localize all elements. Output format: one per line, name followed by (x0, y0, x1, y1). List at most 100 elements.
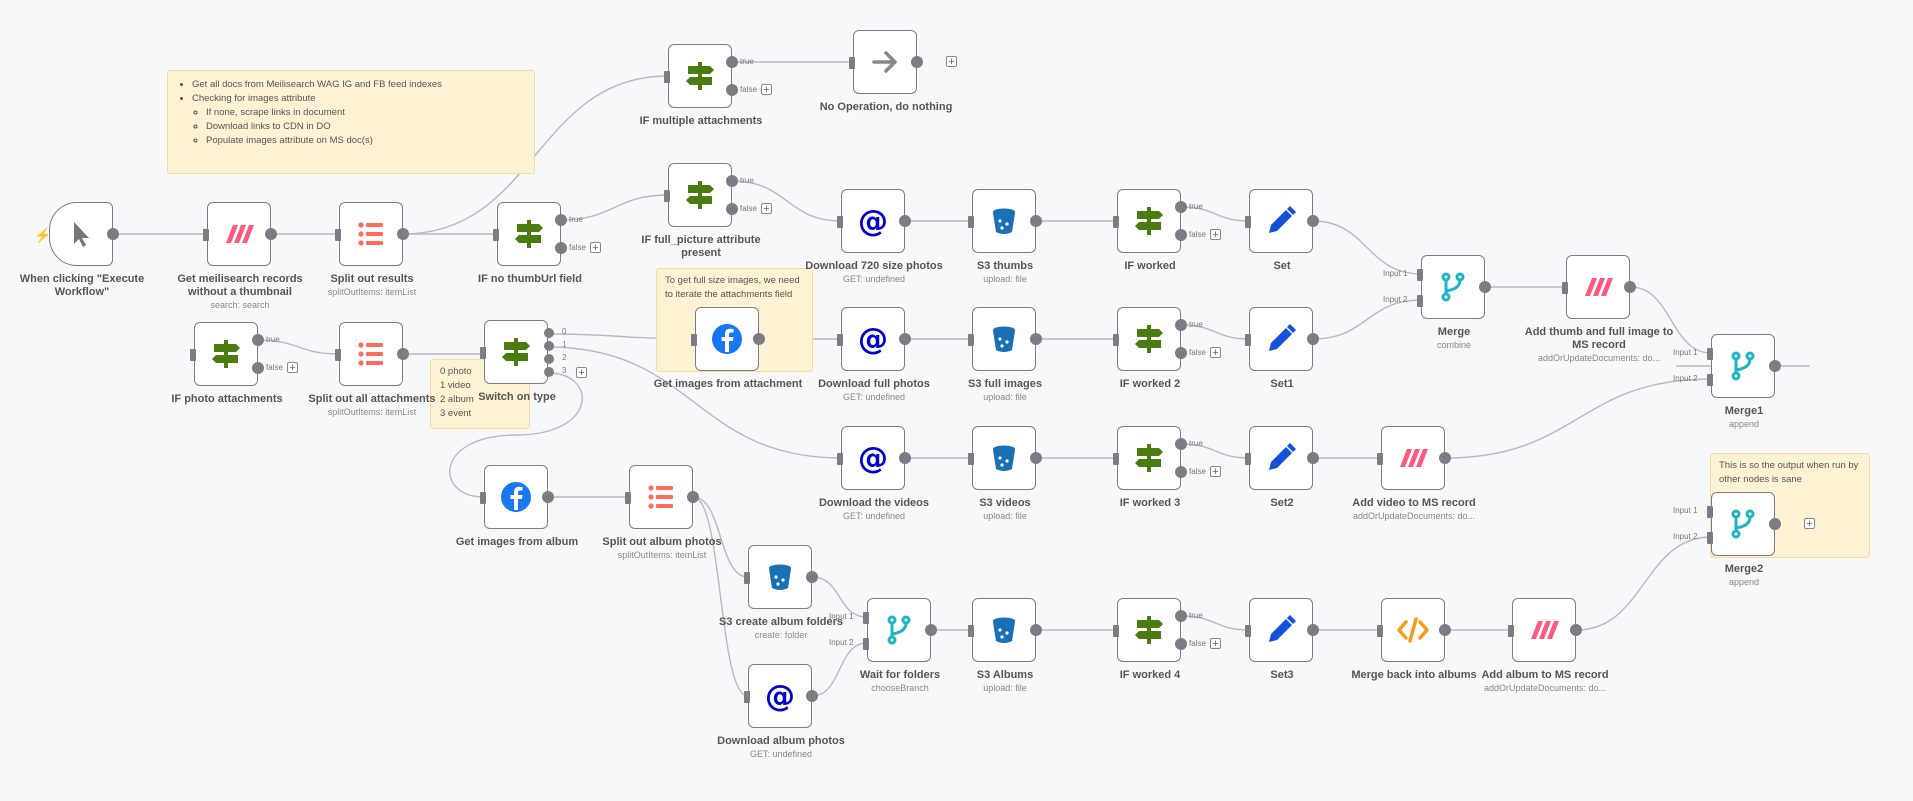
output-port[interactable] (1769, 518, 1781, 530)
input-port[interactable] (335, 349, 341, 361)
output-port[interactable] (899, 452, 911, 464)
input-port[interactable] (1562, 282, 1568, 294)
output-port-false[interactable] (1175, 229, 1187, 241)
output-port[interactable] (265, 228, 277, 240)
add-node-button[interactable]: + (1210, 347, 1221, 359)
output-port[interactable] (1479, 281, 1491, 293)
output-port-1[interactable] (544, 341, 554, 351)
input-port[interactable] (968, 453, 974, 465)
input-port[interactable] (480, 492, 486, 504)
input-port[interactable] (1377, 625, 1383, 637)
input-port[interactable] (837, 216, 843, 228)
node-if-multiple-attachments[interactable]: true false + IF multiple attachments (640, 44, 772, 127)
output-port[interactable] (1030, 215, 1042, 227)
node-get-images-album[interactable]: Get images from album (456, 465, 578, 548)
input-port[interactable] (493, 229, 499, 241)
sticky-note-intro[interactable]: Get all docs from Meilisearch WAG IG and… (167, 70, 535, 174)
connection-edge[interactable] (692, 496, 749, 697)
node-manual-trigger[interactable]: ⚡ When clicking "Execute Workflow" (20, 202, 144, 298)
input-port[interactable] (335, 229, 341, 241)
add-node-button[interactable]: + (761, 203, 772, 215)
node-no-operation[interactable]: + No Operation, do nothing (820, 30, 957, 113)
input-port-1[interactable] (1707, 348, 1713, 360)
output-port-false[interactable] (726, 203, 738, 215)
input-port-2[interactable] (863, 638, 869, 650)
output-port[interactable] (687, 491, 699, 503)
input-port[interactable] (1113, 216, 1119, 228)
input-port[interactable] (625, 492, 631, 504)
output-port[interactable] (1030, 452, 1042, 464)
input-port-1[interactable] (863, 612, 869, 624)
output-port-true[interactable] (1175, 201, 1187, 213)
output-port[interactable] (542, 491, 554, 503)
node-if-full-picture[interactable]: true false + IF full_picture attribute p… (641, 163, 772, 259)
input-port[interactable] (1245, 334, 1251, 346)
output-port[interactable] (911, 56, 923, 68)
node-if-no-thumburl[interactable]: true false + IF no thumbUrl field (478, 202, 601, 285)
input-port[interactable] (691, 334, 697, 346)
input-port[interactable] (203, 229, 209, 241)
node-if-worked-2[interactable]: true false + IF worked 2 (1113, 307, 1221, 390)
add-node-button[interactable]: + (1210, 638, 1221, 650)
input-port[interactable] (1377, 453, 1383, 465)
output-port-false[interactable] (1175, 638, 1187, 650)
input-port[interactable] (190, 349, 196, 361)
output-port[interactable] (1769, 360, 1781, 372)
add-node-button[interactable]: + (590, 242, 601, 254)
output-port-true[interactable] (555, 214, 567, 226)
output-port[interactable] (1307, 333, 1319, 345)
node-if-worked-3[interactable]: true false + IF worked 3 (1113, 426, 1221, 509)
output-port[interactable] (1030, 624, 1042, 636)
input-port-1[interactable] (1417, 269, 1423, 281)
output-port-false[interactable] (726, 84, 738, 96)
output-port[interactable] (753, 333, 765, 345)
input-port[interactable] (968, 625, 974, 637)
output-port-true[interactable] (1175, 319, 1187, 331)
output-port[interactable] (1439, 624, 1451, 636)
output-port-true[interactable] (252, 334, 264, 346)
output-port[interactable] (397, 228, 409, 240)
input-port[interactable] (1113, 453, 1119, 465)
input-port[interactable] (1245, 625, 1251, 637)
add-node-button[interactable]: + (1210, 229, 1221, 241)
output-port[interactable] (1307, 624, 1319, 636)
node-set1[interactable]: Set1 (1245, 307, 1319, 390)
node-merge-back-into-albums[interactable]: Merge back into albums (1351, 598, 1477, 681)
output-port-true[interactable] (726, 175, 738, 187)
input-port[interactable] (1245, 453, 1251, 465)
output-port[interactable] (1570, 624, 1582, 636)
add-node-button[interactable]: + (1804, 518, 1815, 530)
input-port-1[interactable] (1707, 506, 1713, 518)
output-port[interactable] (899, 333, 911, 345)
input-port[interactable] (849, 57, 855, 69)
input-port[interactable] (837, 453, 843, 465)
input-port[interactable] (1245, 216, 1251, 228)
output-port-false[interactable] (555, 242, 567, 254)
output-port-3[interactable] (544, 367, 554, 377)
input-port[interactable] (480, 347, 486, 359)
input-port[interactable] (744, 691, 750, 703)
output-port-true[interactable] (1175, 610, 1187, 622)
output-port-false[interactable] (252, 362, 264, 374)
add-node-button[interactable]: + (287, 362, 298, 374)
node-set[interactable]: Set (1245, 189, 1319, 272)
input-port-2[interactable] (1707, 532, 1713, 544)
input-port[interactable] (664, 71, 670, 83)
output-port[interactable] (1307, 452, 1319, 464)
